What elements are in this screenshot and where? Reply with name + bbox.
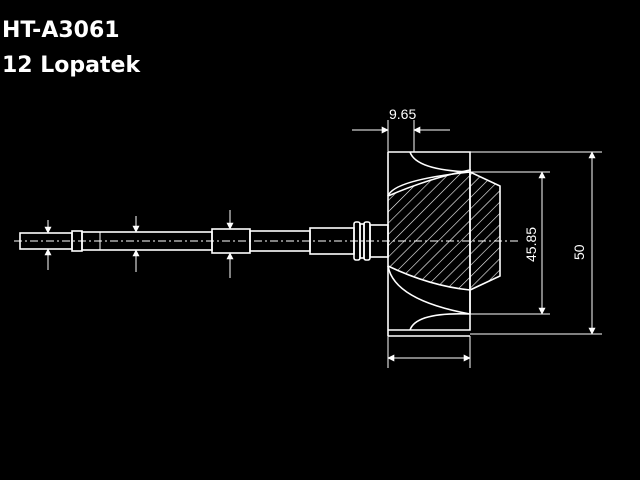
dimension-outer-diameter: 50 bbox=[571, 151, 596, 335]
turbine-wheel bbox=[387, 151, 501, 337]
dimension-width-top: 9.65 bbox=[352, 106, 450, 134]
dimension-outer-diameter-label: 50 bbox=[571, 244, 587, 260]
blade-count-label: 12 Lopatek bbox=[2, 53, 141, 78]
model-title: HT-A3061 bbox=[2, 18, 120, 43]
dimension-inner-diameter-label: 45.85 bbox=[523, 227, 539, 262]
dimension-width-top-label: 9.65 bbox=[389, 106, 416, 122]
shaft-diameter-markers bbox=[44, 210, 234, 278]
dimension-inner-diameter: 45.85 bbox=[523, 171, 546, 315]
seal-rings bbox=[353, 221, 389, 261]
